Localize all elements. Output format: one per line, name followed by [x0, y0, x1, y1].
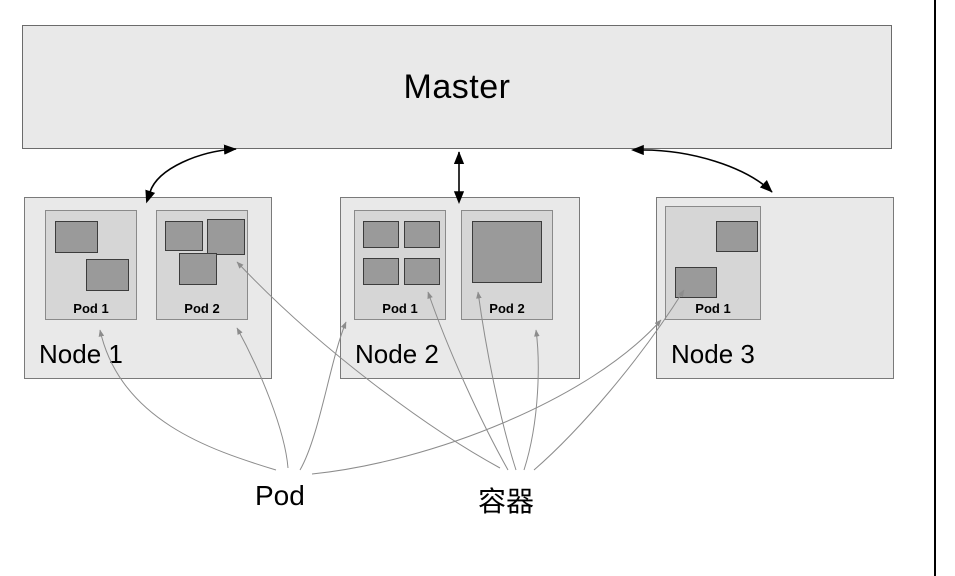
pod-label-n2-p1: Pod 1 — [382, 301, 418, 316]
page-border-rule — [934, 0, 936, 576]
pod-label-n1-p2: Pod 2 — [184, 301, 220, 316]
container-box-n1-p1-c2 — [86, 259, 129, 291]
node-label-2: Node 2 — [355, 339, 439, 369]
container-box-n1-p2-c2 — [207, 219, 245, 255]
container-box-n2-p1-c2 — [404, 221, 440, 248]
container-box-n1-p1-c1 — [55, 221, 98, 253]
container-box-n2-p2-c1 — [472, 221, 542, 283]
container-box-n3-p1-c1 — [716, 221, 758, 252]
container-box-n1-p2-c3 — [179, 253, 217, 285]
pod-box-n1-p1: Pod 1 — [45, 210, 137, 320]
container-box-n2-p1-c4 — [404, 258, 440, 285]
pod-box-n1-p2: Pod 2 — [156, 210, 248, 320]
container-box-n1-p2-c1 — [165, 221, 203, 251]
pod-label-n2-p2: Pod 2 — [489, 301, 525, 316]
pod-box-n2-p1: Pod 1 — [354, 210, 446, 320]
master-label: Master — [403, 67, 511, 106]
container-box-n3-p1-c2 — [675, 267, 717, 298]
node-label-3: Node 3 — [671, 339, 755, 369]
pod-label-n3-p1: Pod 1 — [695, 301, 731, 316]
container-callout: 容器 — [478, 485, 535, 518]
container-box-n2-p1-c1 — [363, 221, 399, 248]
master-node1-link — [145, 144, 237, 204]
master-node3-link — [631, 144, 773, 193]
node-box-3: Node 3 Pod 1 — [656, 197, 894, 379]
pod-box-n3-p1: Pod 1 — [665, 206, 761, 320]
pod-callout: Pod — [255, 480, 305, 511]
node-box-1: Node 1 Pod 1 Pod 2 — [24, 197, 272, 379]
node-box-2: Node 2 Pod 1 Pod 2 — [340, 197, 580, 379]
container-box-n2-p1-c3 — [363, 258, 399, 285]
pod-label-n1-p1: Pod 1 — [73, 301, 109, 316]
pod-box-n2-p2: Pod 2 — [461, 210, 553, 320]
master-box: Master — [22, 25, 892, 149]
node-label-1: Node 1 — [39, 339, 123, 369]
